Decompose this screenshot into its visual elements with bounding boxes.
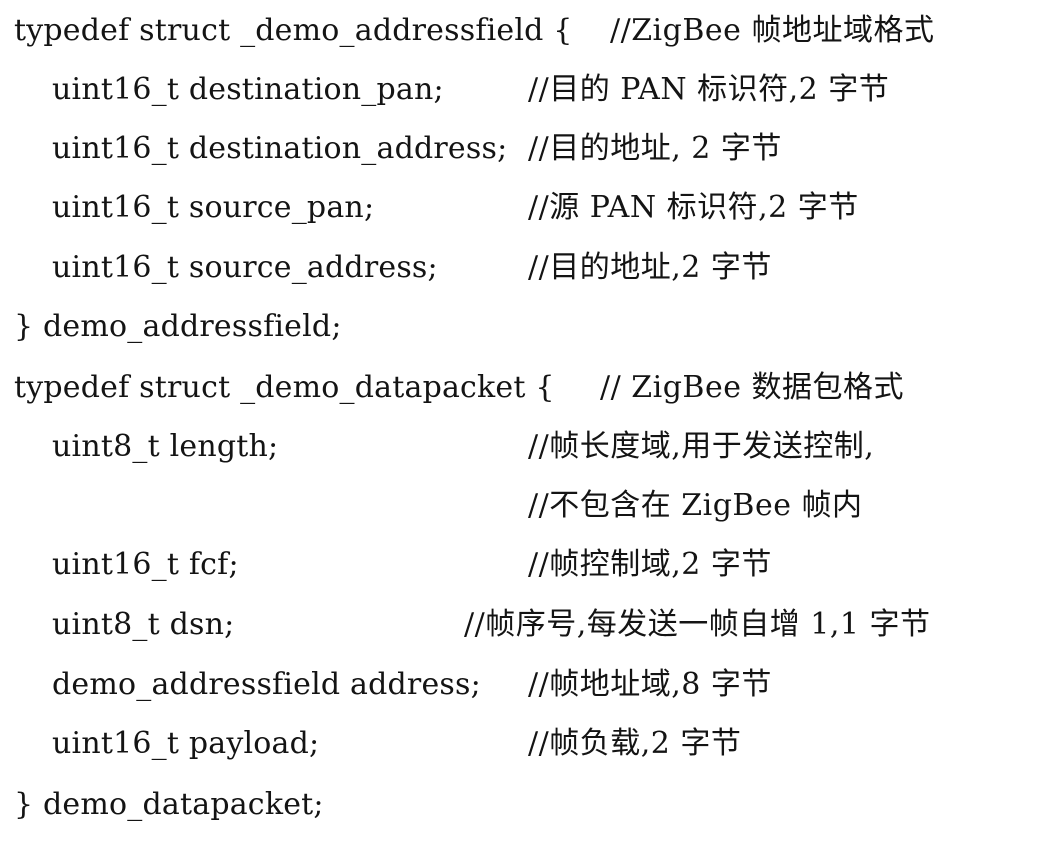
code-comment: //目的 PAN 标识符,2 字节 — [528, 72, 890, 107]
code-text: typedef struct _demo_datapacket { — [14, 370, 555, 405]
code-text: uint16_t source_address; — [52, 250, 438, 285]
code-line: demo_addressfield address; //帧地址域,8 字节 — [0, 655, 1051, 715]
code-line: uint16_t payload; //帧负载,2 字节 — [0, 714, 1051, 774]
code-text: uint16_t payload; — [52, 726, 320, 761]
code-comment: //帧序号,每发送一帧自增 1,1 字节 — [464, 607, 931, 642]
code-comment: // ZigBee 数据包格式 — [600, 370, 904, 405]
code-comment: //ZigBee 帧地址域格式 — [610, 13, 935, 48]
code-text: } demo_datapacket; — [14, 787, 324, 822]
code-text: uint8_t dsn; — [52, 607, 235, 642]
code-comment: //帧负载,2 字节 — [528, 726, 742, 761]
code-line: } demo_datapacket; — [0, 775, 1051, 835]
code-line: } demo_addressfield; — [0, 297, 1051, 357]
code-line: typedef struct _demo_datapacket { // Zig… — [0, 358, 1051, 418]
code-comment: //帧长度域,用于发送控制, — [528, 429, 875, 464]
code-comment: //目的地址, 2 字节 — [528, 131, 782, 166]
code-text: uint16_t destination_address; — [52, 131, 508, 166]
code-line: uint16_t source_address; //目的地址,2 字节 — [0, 238, 1051, 298]
code-line: uint16_t destination_address; //目的地址, 2 … — [0, 119, 1051, 179]
code-comment: //目的地址,2 字节 — [528, 250, 772, 285]
code-line: //不包含在 ZigBee 帧内 — [0, 476, 1051, 536]
code-comment: //源 PAN 标识符,2 字节 — [528, 190, 859, 225]
code-line: uint8_t length; //帧长度域,用于发送控制, — [0, 417, 1051, 477]
code-line: typedef struct _demo_addressfield { //Zi… — [0, 1, 1051, 61]
code-line: uint16_t source_pan; //源 PAN 标识符,2 字节 — [0, 178, 1051, 238]
code-line: uint16_t fcf; //帧控制域,2 字节 — [0, 535, 1051, 595]
code-line: uint8_t dsn; //帧序号,每发送一帧自增 1,1 字节 — [0, 595, 1051, 655]
code-comment: //帧控制域,2 字节 — [528, 547, 772, 582]
code-text: } demo_addressfield; — [14, 309, 342, 344]
code-text: uint8_t length; — [52, 429, 279, 464]
code-text: uint16_t destination_pan; — [52, 72, 444, 107]
code-line: uint16_t destination_pan; //目的 PAN 标识符,2… — [0, 60, 1051, 120]
code-text: uint16_t source_pan; — [52, 190, 375, 225]
code-text: demo_addressfield address; — [52, 667, 481, 702]
code-text: uint16_t fcf; — [52, 547, 239, 582]
code-text: typedef struct _demo_addressfield { — [14, 13, 573, 48]
code-comment: //帧地址域,8 字节 — [528, 667, 772, 702]
code-comment: //不包含在 ZigBee 帧内 — [528, 488, 863, 523]
